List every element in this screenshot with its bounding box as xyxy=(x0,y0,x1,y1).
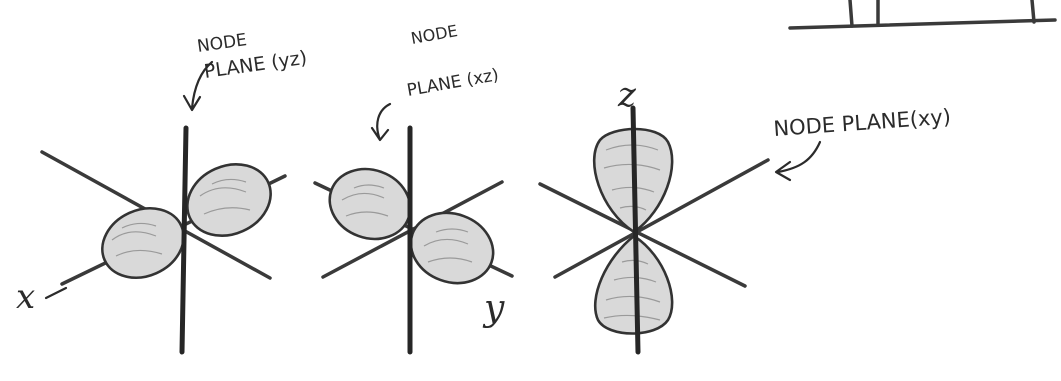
axis-z-label: z xyxy=(617,75,637,115)
node-plane-xy-arrow xyxy=(774,140,822,182)
axis-line-vertical xyxy=(179,125,189,355)
node-plane-xz-label-line2: PLANE (xz) xyxy=(405,65,500,101)
node-plane-xy-label: NODE PLANE(xy) xyxy=(773,105,952,141)
axis-y-label: y xyxy=(482,288,505,329)
px-lobe-left xyxy=(101,207,185,279)
node-plane-xz-label-line1: NODE xyxy=(409,21,459,48)
node-plane-yz-label-line1: NODE xyxy=(196,30,248,57)
px-orbital xyxy=(40,125,287,355)
node-plane-yz-arrow xyxy=(182,60,214,112)
node-plane-xz-arrow xyxy=(370,102,392,142)
pz-orbital xyxy=(538,105,770,355)
py-lobe-upper-left xyxy=(328,167,412,241)
px-lobe-right xyxy=(186,163,272,237)
py-orbital xyxy=(313,125,514,355)
pz-lobe-lower xyxy=(593,234,674,335)
axis-line-diagonal-2 xyxy=(553,158,770,279)
axis-line-diagonal-1 xyxy=(538,182,747,288)
partial-sketch-top-right xyxy=(788,0,1057,30)
axis-x-pointer xyxy=(44,286,68,300)
axis-line-z xyxy=(630,105,641,355)
py-lobe-lower-right xyxy=(409,211,495,285)
axis-x-label: x xyxy=(16,277,35,317)
